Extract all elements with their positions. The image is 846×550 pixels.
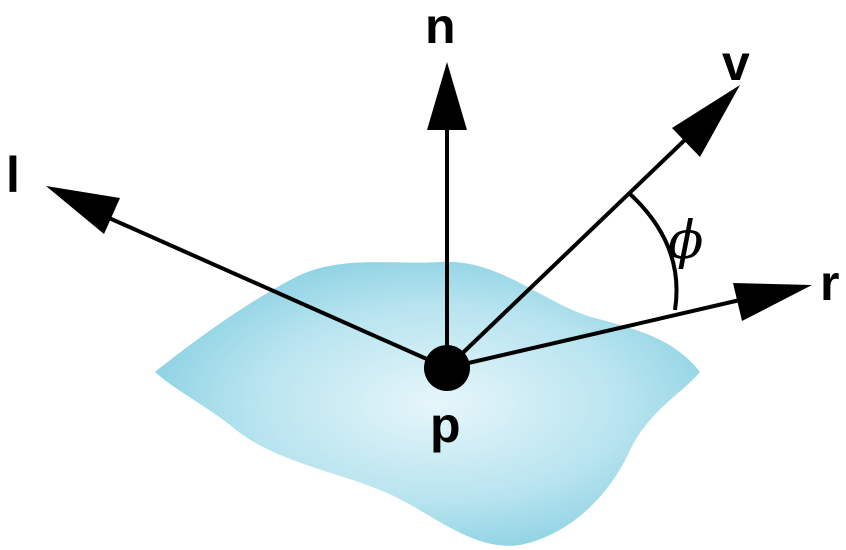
reflection-vector-shaft: [446, 298, 741, 370]
viewer-vector-shaft: [445, 133, 692, 370]
label-l: l: [6, 147, 20, 203]
label-r: r: [820, 255, 839, 311]
normal-arrowhead: [427, 62, 467, 130]
label-n: n: [425, 0, 456, 54]
label-p: p: [430, 397, 461, 453]
point-p-dot: [424, 345, 470, 391]
label-phi: ϕ: [668, 211, 703, 271]
light-vector-shaft: [99, 212, 448, 370]
reflection-arrowhead: [733, 283, 812, 321]
label-v: v: [722, 35, 750, 91]
surface-patch: [155, 261, 700, 546]
viewer-arrowhead: [672, 85, 740, 157]
light-arrowhead: [46, 186, 120, 234]
angle-arc: [628, 192, 679, 311]
